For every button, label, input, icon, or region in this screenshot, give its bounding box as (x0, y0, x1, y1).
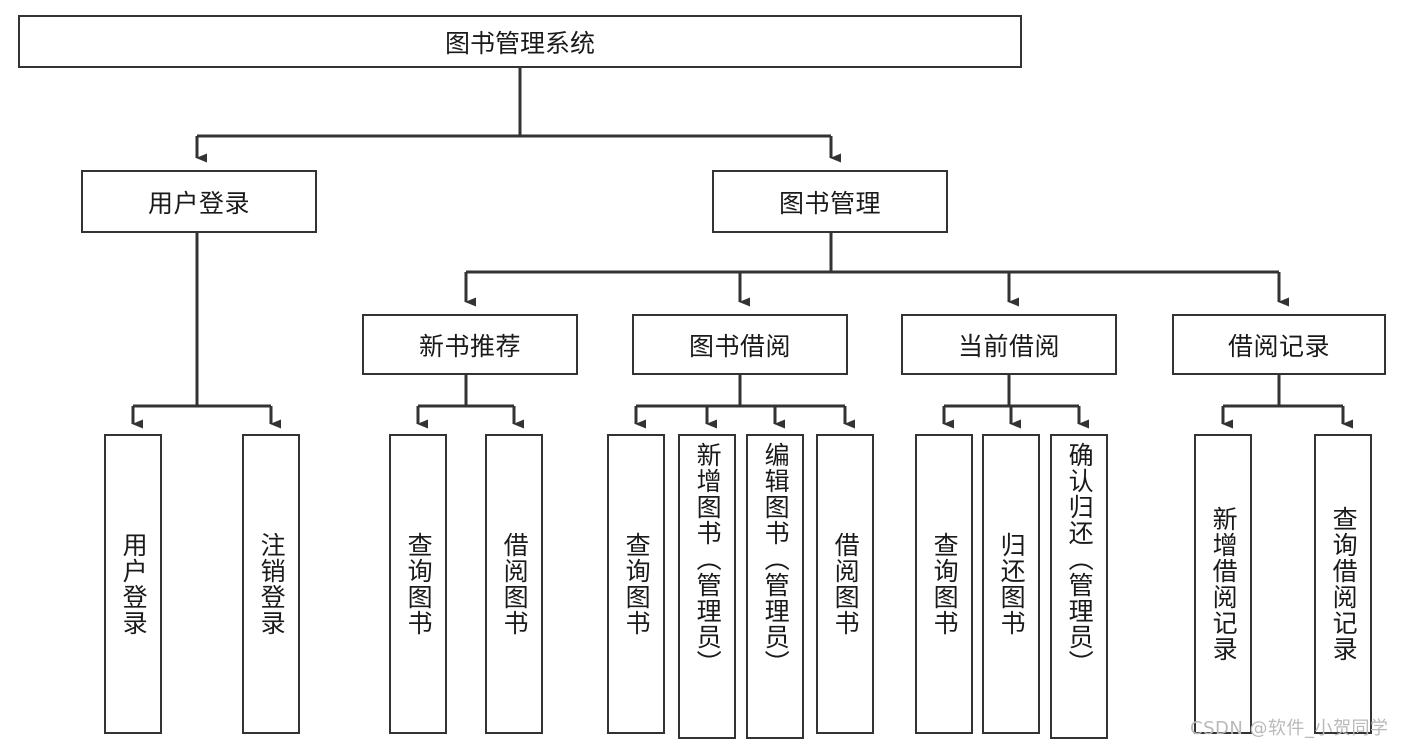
leaf-record-query-record[interactable]: 查询借阅记录 (1314, 434, 1372, 734)
node-label: 注销登录 (257, 532, 287, 636)
leaf-borrow-edit-book-admin[interactable]: 编辑图书（管理员） (746, 434, 804, 739)
node-label: 图书管理 (778, 188, 881, 218)
node-label: 查询借阅记录 (1329, 506, 1359, 662)
node-label: 查询图书 (404, 532, 434, 636)
node-label: 新书推荐 (418, 331, 521, 361)
node-label: 借阅图书 (500, 532, 530, 636)
leaf-current-query-book[interactable]: 查询图书 (915, 434, 973, 734)
node-label: 用户登录 (147, 188, 250, 218)
leaf-user-login[interactable]: 用户登录 (104, 434, 162, 734)
node-label: 图书管理系统 (444, 28, 595, 58)
node-label: 用户登录 (119, 532, 149, 636)
node-book-borrow[interactable]: 图书借阅 (632, 314, 848, 375)
node-label: 确认归还（管理员） (1065, 442, 1095, 676)
node-label: 查询图书 (930, 532, 960, 636)
node-label: 新增借阅记录 (1209, 506, 1239, 662)
node-label: 新增图书（管理员） (693, 442, 723, 676)
csdn-watermark: CSDN @软件_小贺同学 (1190, 718, 1389, 739)
node-current-borrow[interactable]: 当前借阅 (901, 314, 1117, 375)
node-borrow-record[interactable]: 借阅记录 (1172, 314, 1386, 375)
node-root-system[interactable]: 图书管理系统 (18, 15, 1022, 68)
node-label: 借阅图书 (831, 532, 861, 636)
node-label: 当前借阅 (957, 331, 1060, 361)
leaf-borrow-add-book-admin[interactable]: 新增图书（管理员） (678, 434, 736, 739)
node-label: 借阅记录 (1227, 331, 1330, 361)
leaf-recommend-borrow-book[interactable]: 借阅图书 (485, 434, 543, 734)
leaf-record-add-record[interactable]: 新增借阅记录 (1194, 434, 1252, 734)
leaf-current-confirm-return-admin[interactable]: 确认归还（管理员） (1050, 434, 1108, 739)
node-book-management[interactable]: 图书管理 (712, 170, 948, 233)
node-new-book-recommend[interactable]: 新书推荐 (362, 314, 578, 375)
leaf-user-logout[interactable]: 注销登录 (242, 434, 300, 734)
node-user-login[interactable]: 用户登录 (81, 170, 317, 233)
leaf-current-return-book[interactable]: 归还图书 (982, 434, 1040, 734)
node-label: 查询图书 (622, 532, 652, 636)
node-label: 图书借阅 (688, 331, 791, 361)
leaf-borrow-borrow-book[interactable]: 借阅图书 (816, 434, 874, 734)
leaf-recommend-query-book[interactable]: 查询图书 (389, 434, 447, 734)
node-label: 归还图书 (997, 532, 1027, 636)
leaf-borrow-query-book[interactable]: 查询图书 (607, 434, 665, 734)
node-label: 编辑图书（管理员） (761, 442, 791, 676)
